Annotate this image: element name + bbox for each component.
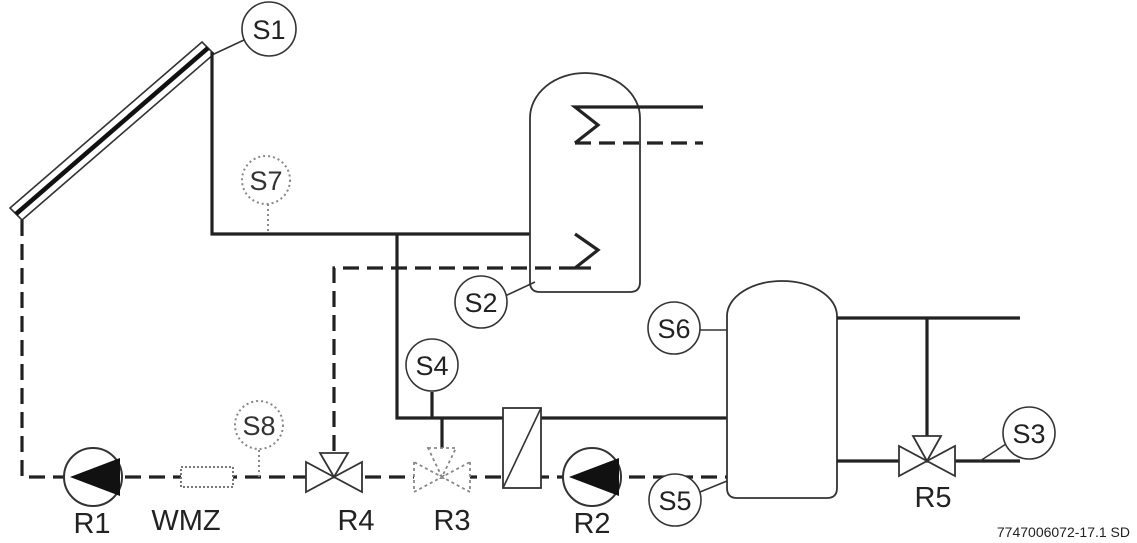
upper-storage-tank — [529, 72, 703, 293]
sensor-s5: S5 — [648, 473, 702, 527]
label-wmz: WMZ — [151, 505, 220, 537]
svg-text:S4: S4 — [415, 351, 448, 381]
svg-text:S3: S3 — [1012, 419, 1045, 449]
sensor-s4: S4 — [405, 338, 459, 392]
sensor-s7: S7 — [241, 155, 291, 205]
label-r2: R2 — [573, 508, 610, 540]
label-r3: R3 — [433, 505, 470, 537]
pump-r1 — [63, 447, 123, 507]
solar-collector — [8, 40, 216, 222]
svg-text:S5: S5 — [658, 486, 691, 516]
figure-reference: 7747006072-17.1 SD — [997, 524, 1130, 540]
svg-text:S6: S6 — [657, 314, 690, 344]
collector-return-line — [20, 220, 727, 479]
lower-storage-tank — [726, 280, 838, 499]
upper-tank-return-line — [332, 266, 575, 453]
sensor-s1: S1 — [241, 1, 297, 57]
label-r1: R1 — [73, 508, 110, 540]
pump-r2 — [562, 447, 622, 507]
sensor-s8: S8 — [234, 400, 284, 450]
valve-r5 — [898, 435, 956, 478]
collector-supply-line — [210, 52, 590, 236]
heat-exchanger — [502, 407, 542, 489]
sensor-s6: S6 — [647, 301, 701, 355]
sensor-s2: S2 — [454, 275, 508, 329]
valve-r3 — [413, 447, 471, 494]
wmz-heat-meter — [180, 466, 234, 488]
sensor-s3: S3 — [1002, 406, 1056, 460]
svg-text:S7: S7 — [249, 166, 282, 196]
svg-text:S1: S1 — [252, 15, 285, 45]
svg-text:S2: S2 — [464, 288, 497, 318]
valve-r4 — [305, 452, 363, 494]
exchanger-supply-line — [395, 234, 727, 420]
label-r5: R5 — [914, 482, 951, 514]
svg-text:S8: S8 — [242, 411, 275, 441]
label-r4: R4 — [337, 505, 374, 537]
